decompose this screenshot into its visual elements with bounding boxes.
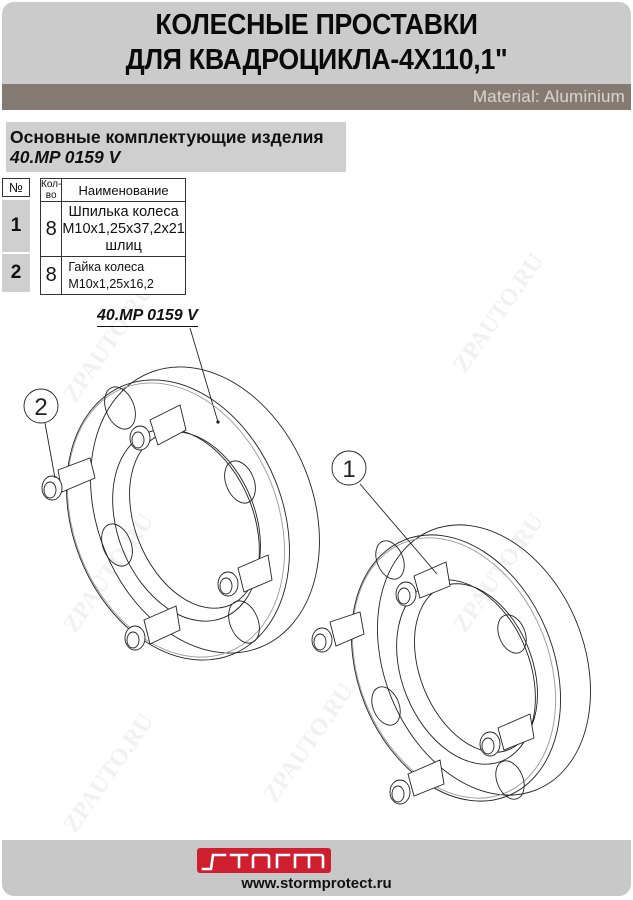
- nut-group-right: [311, 561, 535, 805]
- name-cell: Шпилька колеса М10х1,25х37,2х21 шлиц: [61, 201, 186, 257]
- spacer-left: [66, 366, 320, 661]
- website-link[interactable]: www.stormprotect.ru: [241, 875, 392, 892]
- section-title: Основные комплектующие изделия: [10, 127, 324, 147]
- nut: [217, 554, 273, 597]
- page-header: КОЛЕСНЫЕ ПРОСТАВКИ ДЛЯ КВАДРОЦИКЛА-4X110…: [2, 2, 631, 84]
- qty-cell: 8: [39, 256, 63, 295]
- nut: [129, 404, 187, 451]
- title-line-2: ДЛЯ КВАДРОЦИКЛА-4X110,1": [125, 44, 508, 76]
- stud: [395, 561, 451, 607]
- row-number: 2: [2, 254, 30, 292]
- nut: [479, 713, 535, 757]
- components-section-heading: Основные комплектующие изделия 40.MP 015…: [6, 122, 346, 172]
- name-cell: Гайка колеса М10х1,25х16,2: [61, 256, 186, 295]
- table-row: 8 Гайка колеса М10х1,25х16,2: [39, 256, 186, 295]
- row-number: 1: [2, 200, 30, 252]
- assembly-leader-line: [189, 327, 219, 423]
- parts-table: Кол-во Наименование 8 Шпилька колеса М10…: [39, 178, 186, 295]
- callout-2: [23, 388, 59, 479]
- qty-header: Кол-во: [39, 178, 63, 202]
- storm-logo[interactable]: [197, 848, 331, 873]
- callout-1: [331, 450, 438, 575]
- assembly-label: 40.MP 0159 V: [97, 307, 198, 327]
- spacer-right: [351, 524, 591, 802]
- page-footer: www.stormprotect.ru: [2, 840, 631, 896]
- material-bar: Material: Aluminium: [2, 84, 631, 110]
- name-line: М10х1,25х37,2х21 шлиц: [62, 220, 185, 254]
- nut: [389, 759, 445, 805]
- product-code: 40.MP 0159 V: [10, 147, 121, 167]
- name-line: Шпилька колеса: [68, 203, 179, 220]
- material-label: Material: Aluminium: [472, 87, 625, 106]
- title-line-1: КОЛЕСНЫЕ ПРОСТАВКИ: [155, 9, 478, 41]
- callout-2-number: 2: [34, 394, 47, 421]
- number-header: №: [2, 178, 30, 197]
- nut: [41, 457, 96, 501]
- storm-logo-glyphs: [201, 853, 325, 871]
- table-row: 8 Шпилька колеса М10х1,25х37,2х21 шлиц: [39, 201, 186, 257]
- nut: [311, 611, 365, 653]
- nut-group-left: [41, 404, 273, 651]
- nut: [124, 605, 181, 651]
- callout-1-number: 1: [342, 456, 355, 483]
